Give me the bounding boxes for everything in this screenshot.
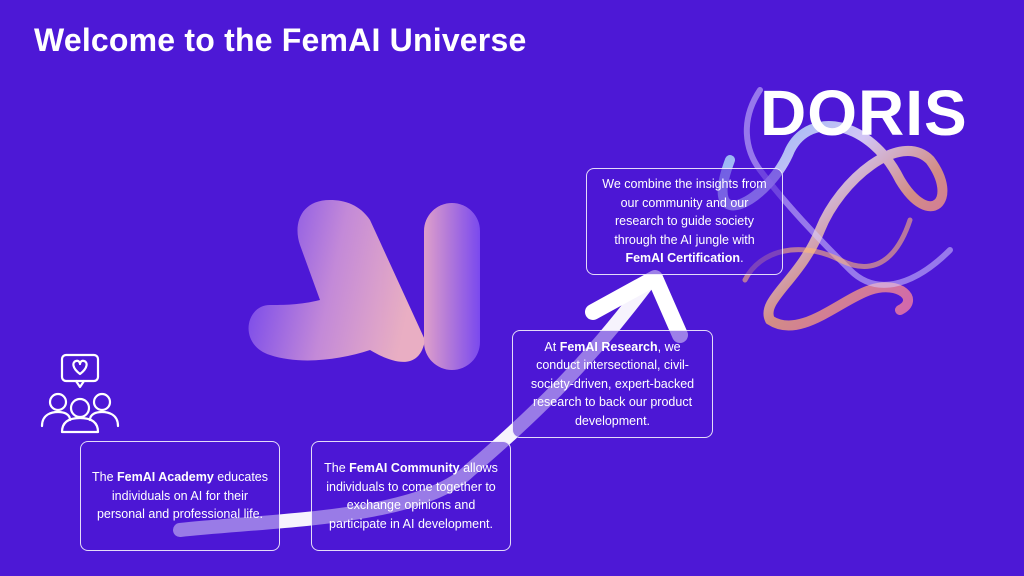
arrow-head-icon (585, 270, 688, 343)
community-heart-icon (40, 353, 120, 434)
certification-name: FemAI Certification (625, 251, 741, 266)
research-name: FemAI Research (559, 339, 658, 354)
research-card-text: At FemAI Research, we conduct intersecti… (530, 339, 695, 428)
community-card: The FemAI Community allows individuals t… (311, 441, 511, 551)
community-name: FemAI Community (349, 461, 460, 475)
academy-name: FemAI Academy (117, 470, 214, 485)
academy-card: The FemAI Academy educates individuals o… (80, 441, 280, 551)
certification-card-text: We combine the insights from our communi… (602, 177, 767, 266)
academy-card-text: The FemAI Academy educates individuals o… (91, 470, 269, 522)
research-card: At FemAI Research, we conduct intersecti… (512, 330, 713, 438)
certification-card: We combine the insights from our communi… (586, 168, 783, 275)
page-title: Welcome to the FemAI Universe (34, 22, 527, 58)
ai-logo (248, 200, 480, 370)
doris-brand-wordmark: DORIS (760, 77, 968, 149)
community-card-text: The FemAI Community allows individuals t… (324, 461, 498, 531)
